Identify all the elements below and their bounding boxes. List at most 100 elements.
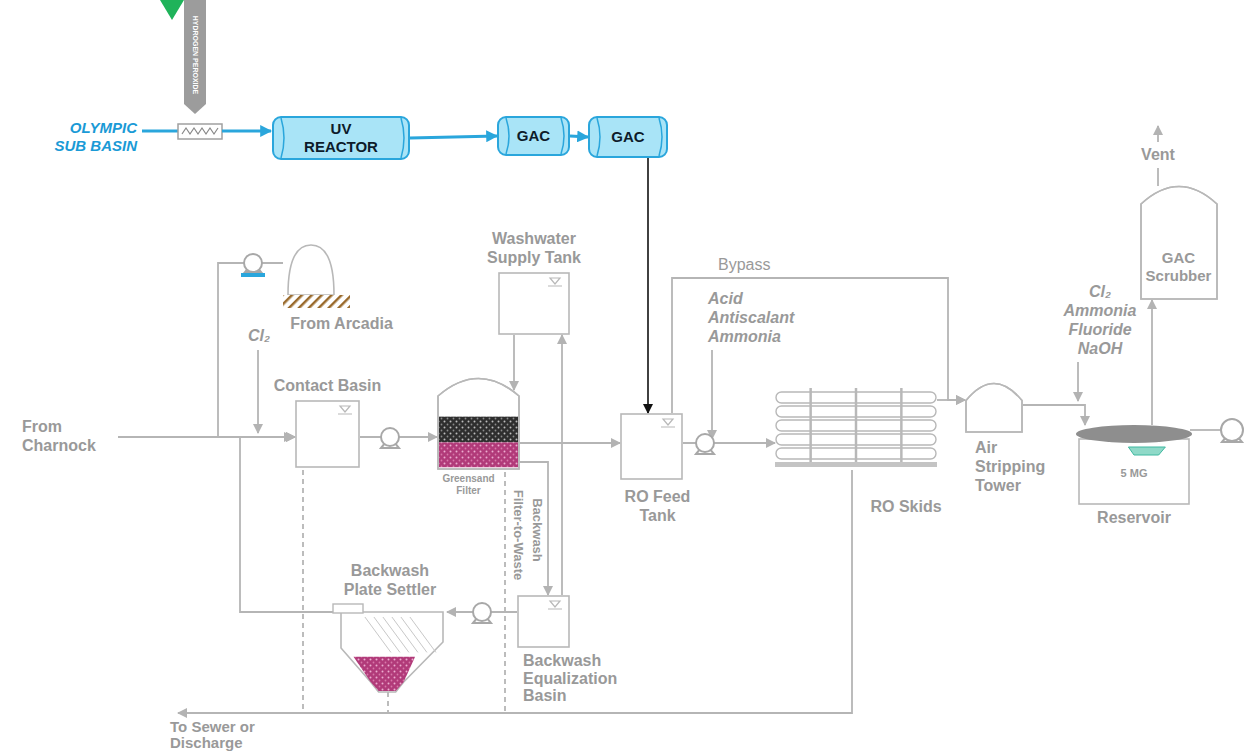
chemical-feed-line bbox=[257, 350, 259, 433]
static-mixer bbox=[178, 124, 222, 139]
unit-label: Air Stripping Tower bbox=[975, 439, 1045, 496]
pipe bbox=[142, 130, 178, 133]
pipe bbox=[118, 436, 293, 438]
pipe-connector bbox=[513, 335, 515, 390]
pipe-connector bbox=[570, 136, 588, 137]
text-holder: Backwash bbox=[530, 498, 545, 562]
unit-label: Greensand Filter bbox=[442, 473, 494, 497]
plate-settler: Backwash Plate Settler bbox=[333, 604, 447, 692]
pipe-connector bbox=[520, 442, 620, 444]
chemical-injector bbox=[184, 0, 206, 114]
tank-outline bbox=[498, 272, 570, 335]
text-holder: Bypass bbox=[718, 256, 770, 275]
greensand-filter: Greensand Filter bbox=[437, 378, 520, 470]
gac-vessel: GAC bbox=[497, 116, 570, 156]
text-holder: To Sewer or Discharge bbox=[170, 719, 270, 751]
pipe-connector bbox=[1151, 300, 1153, 425]
chemical-feed-line bbox=[711, 350, 713, 439]
tank-outline bbox=[517, 595, 570, 648]
vessel-label: GAC Scrubber bbox=[1146, 249, 1212, 284]
text-holder: GAC bbox=[611, 128, 644, 146]
text-holder: Reservoir bbox=[1097, 509, 1171, 528]
pipe-connector bbox=[647, 158, 649, 413]
pipe-connector bbox=[1023, 405, 1085, 425]
reservoir: 5 MGReservoir bbox=[1078, 425, 1190, 505]
text-holder: Air Stripping Tower bbox=[975, 439, 1045, 496]
pipe bbox=[222, 130, 271, 133]
pump bbox=[473, 603, 491, 623]
unit-label: Reservoir bbox=[1097, 509, 1171, 528]
chemical-feed-line bbox=[1077, 362, 1079, 401]
drain-line bbox=[302, 470, 304, 713]
pipe bbox=[1190, 429, 1221, 431]
chemical-label: Acid Antiscalant Ammonia bbox=[708, 290, 794, 347]
unit-label: From Arcadia bbox=[290, 315, 393, 334]
tank: Contact Basin bbox=[295, 400, 360, 468]
text-holder: Cl₂ Ammonia Fluoride NaOH bbox=[1064, 283, 1137, 359]
ro-skids: RO Skids bbox=[775, 388, 937, 468]
text-holder: OLYMPIC SUB BASIN bbox=[42, 119, 137, 154]
text-holder: From Charnock bbox=[22, 418, 96, 456]
gac-scrubber: GAC Scrubber bbox=[1140, 186, 1218, 300]
waste-line bbox=[178, 470, 852, 713]
vessel-label: UV REACTOR bbox=[304, 120, 378, 155]
text-holder: From Arcadia bbox=[290, 315, 393, 334]
line-label: Filter-to-Waste bbox=[511, 490, 526, 581]
text-holder: Contact Basin bbox=[274, 377, 382, 396]
vessel-label: 5 MG bbox=[1121, 467, 1148, 480]
well: From Arcadia bbox=[283, 243, 350, 313]
unit-label: Backwash Equalization Basin bbox=[523, 652, 617, 705]
text-holder: Backwash Equalization Basin bbox=[523, 652, 617, 705]
pipe-connector bbox=[672, 278, 965, 413]
chemical-label: Cl₂ Ammonia Fluoride NaOH bbox=[1064, 283, 1137, 359]
chemical-label: Cl₂ bbox=[248, 327, 270, 346]
text-holder: HYDROGEN PEROXIDE bbox=[191, 16, 199, 95]
text-holder: UV REACTOR bbox=[304, 120, 378, 155]
unit-label: Contact Basin bbox=[274, 377, 382, 396]
pump bbox=[1221, 419, 1243, 442]
pipe-connector bbox=[561, 335, 563, 595]
pipe-connector bbox=[410, 136, 497, 138]
reservoir-outline bbox=[1078, 425, 1190, 505]
drain-line bbox=[504, 472, 506, 713]
text-holder: 5 MG bbox=[1121, 467, 1148, 480]
text-holder: Greensand Filter bbox=[442, 473, 494, 497]
unit-label: RO Feed Tank bbox=[618, 488, 698, 526]
text-holder: RO Feed Tank bbox=[618, 488, 698, 526]
text-holder: Cl₂ bbox=[248, 327, 270, 346]
vessel-label: GAC bbox=[517, 127, 550, 145]
tank: Washwater Supply Tank bbox=[498, 272, 570, 335]
text-holder: RO Skids bbox=[870, 498, 941, 517]
pump bbox=[381, 428, 399, 448]
pump-base bbox=[241, 273, 265, 277]
text-holder: GAC bbox=[517, 127, 550, 145]
vent-label: Vent bbox=[1141, 146, 1175, 165]
edge-label: Bypass bbox=[718, 256, 770, 275]
tank-outline bbox=[295, 400, 360, 468]
unit-label: Washwater Supply Tank bbox=[478, 230, 590, 268]
text-holder: Washwater Supply Tank bbox=[478, 230, 590, 268]
text-holder: Backwash Plate Settler bbox=[333, 562, 448, 600]
air-stripping-tower: Air Stripping Tower bbox=[965, 383, 1023, 433]
plate-settler-outline bbox=[333, 604, 447, 692]
injection-marker bbox=[160, 0, 184, 20]
tank-outline bbox=[620, 413, 683, 480]
greensand-filter-outline bbox=[437, 378, 520, 470]
ro-skids-outline bbox=[775, 388, 937, 468]
text-holder: Filter-to-Waste bbox=[511, 490, 526, 581]
text-holder: Vent bbox=[1141, 146, 1175, 165]
air-stripping-tower-outline bbox=[965, 383, 1023, 433]
vessel-label: GAC bbox=[611, 128, 644, 146]
uv-reactor: UV REACTOR bbox=[272, 116, 410, 160]
edge-label: Backwash bbox=[530, 498, 545, 562]
gac-vessel: GAC bbox=[588, 116, 668, 158]
pump bbox=[696, 434, 714, 454]
tank: RO Feed Tank bbox=[620, 413, 683, 480]
mixer-element bbox=[182, 128, 218, 134]
text-holder: GAC Scrubber bbox=[1146, 249, 1212, 284]
pipe-connector bbox=[218, 263, 295, 437]
chemical-label: HYDROGEN PEROXIDE bbox=[191, 16, 199, 95]
